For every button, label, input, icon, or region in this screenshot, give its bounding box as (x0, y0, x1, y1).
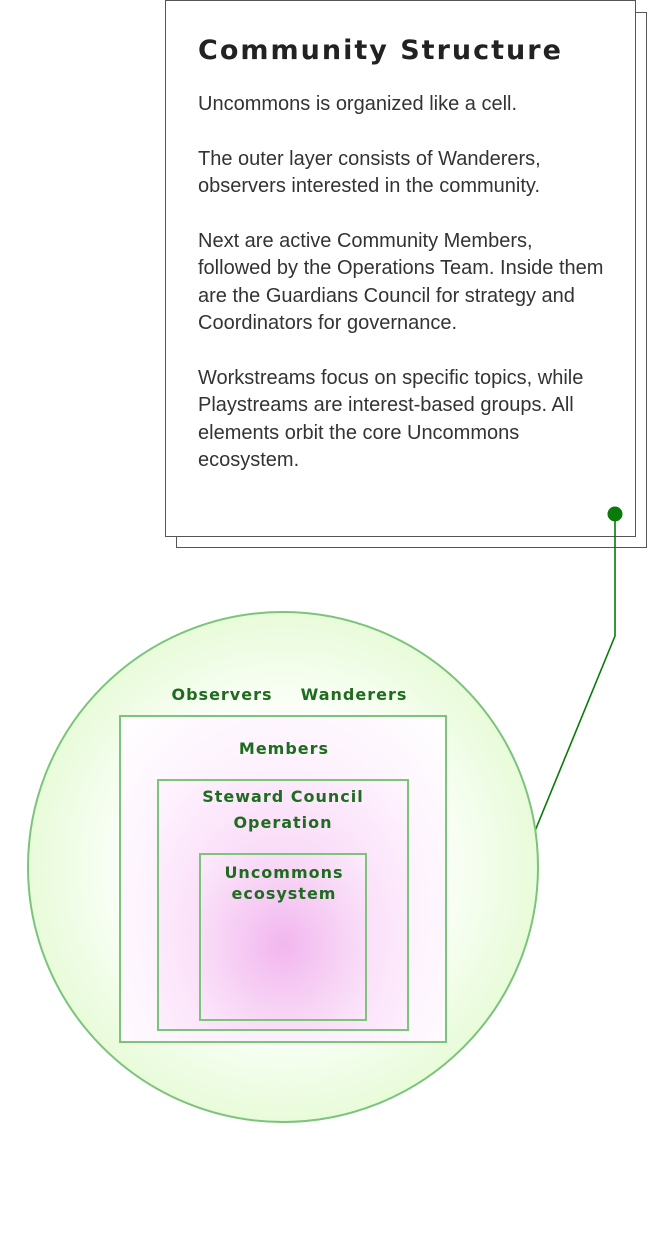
label-operation: Operation (233, 813, 333, 832)
card-paragraph-intro: Uncommons is organized like a cell. (198, 93, 518, 115)
core-ecosystem-layer (199, 853, 367, 1021)
community-structure-card: Community Structure Uncommons is organiz… (165, 0, 636, 537)
label-core-line2: ecosystem (231, 884, 337, 903)
label-wanderers: Wanderers (300, 685, 408, 704)
card-paragraph-streams: Workstreams focus on specific topics, wh… (198, 366, 584, 472)
label-observers: Observers (171, 685, 273, 704)
card-title: Community Structure (198, 35, 563, 66)
label-core-line1: Uncommons (224, 863, 344, 882)
card-paragraph-outer-layer: The outer layer consists of Wanderers, o… (198, 147, 541, 198)
label-members: Members (238, 739, 330, 758)
label-steward-council: Steward Council (202, 787, 364, 806)
card-paragraph-inner-layers: Next are active Community Members, follo… (198, 229, 604, 335)
